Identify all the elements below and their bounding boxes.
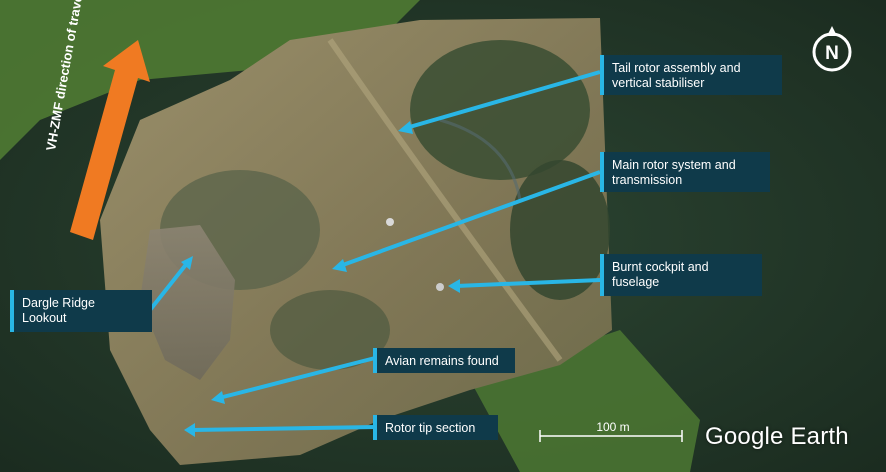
- direction-arrow: [70, 40, 150, 240]
- leader-arrowhead: [332, 259, 347, 272]
- wreckage-mark: [386, 218, 394, 226]
- leader-line-rotor-tip: [191, 425, 376, 432]
- track: [327, 38, 563, 362]
- leader-arrowhead: [211, 391, 225, 404]
- wreckage-mark: [436, 283, 444, 291]
- leader-line-tail-rotor: [405, 70, 601, 130]
- track: [439, 118, 522, 201]
- leader-line-cockpit: [455, 278, 601, 288]
- leader-arrowhead: [181, 256, 193, 270]
- leader-line-main-rotor: [339, 170, 601, 268]
- label-rotor-tip: Rotor tip section: [373, 415, 498, 440]
- scale-bar-lines: [539, 430, 683, 442]
- leader-arrowhead: [184, 423, 195, 437]
- google-earth-watermark: Google Earth: [705, 423, 849, 450]
- label-dargle-ridge-lookout: Dargle Ridge Lookout: [10, 290, 152, 332]
- scale-label: 100 m: [596, 420, 630, 434]
- leader-line-avian: [218, 356, 376, 400]
- label-main-rotor: Main rotor system and transmission: [600, 152, 770, 192]
- leader-line-lookout: [148, 260, 190, 312]
- tree-cluster: [270, 290, 390, 370]
- compass-letter: N: [825, 43, 839, 64]
- label-avian-remains: Avian remains found: [373, 348, 515, 373]
- tree-cluster: [410, 40, 590, 180]
- leader-arrowhead: [448, 279, 460, 293]
- leader-lines: [148, 70, 601, 437]
- north-compass-icon: N: [812, 26, 852, 72]
- leader-arrowhead: [398, 121, 413, 134]
- label-tail-rotor: Tail rotor assembly and vertical stabili…: [600, 55, 782, 95]
- rock-outcrop: [140, 225, 235, 380]
- label-cockpit: Burnt cockpit and fuselage: [600, 254, 762, 296]
